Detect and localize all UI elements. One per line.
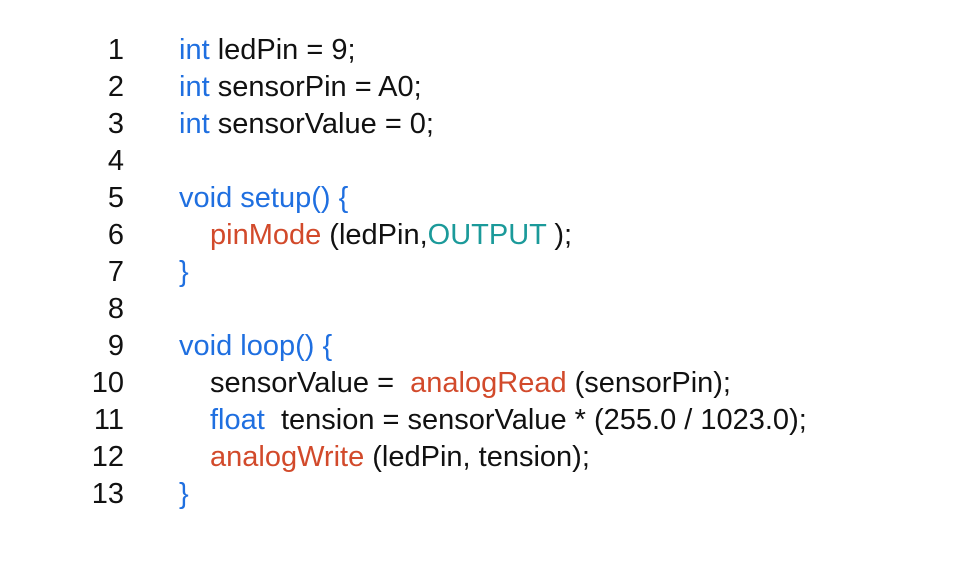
token-plain: sensorValue = 0; (209, 108, 434, 140)
code-text-6: pinMode (ledPin,OUTPUT ); (179, 217, 572, 254)
code-text-13: } (179, 476, 189, 513)
code-listing: 1 int ledPin = 9; 2 int sensorPin = A0; … (0, 32, 964, 513)
line-number-12: 12 (91, 441, 124, 473)
line-number-10: 10 (91, 367, 124, 399)
token-plain: ledPin = 9; (209, 34, 356, 66)
code-text-7: } (179, 254, 189, 291)
token-keyword: int (179, 108, 210, 140)
token-plain: ); (546, 219, 573, 251)
code-line-2: 2 int sensorPin = A0; (0, 69, 964, 106)
code-line-12: 12 analogWrite (ledPin, tension); (0, 439, 964, 476)
line-number-5: 5 (107, 182, 124, 214)
line-number-11: 11 (93, 404, 124, 436)
line-number-13: 13 (91, 478, 124, 510)
token-keyword: int (179, 71, 210, 103)
line-number-7: 7 (107, 256, 124, 288)
token-plain: sensorPin = A0; (209, 71, 422, 103)
token-plain: (sensorPin); (566, 367, 731, 399)
token-keyword: float (210, 404, 265, 436)
code-line-6: 6 pinMode (ledPin,OUTPUT ); (0, 217, 964, 254)
code-text-9: void loop() { (179, 328, 332, 365)
line-number-6: 6 (107, 219, 124, 251)
line-number-4: 4 (107, 145, 124, 177)
token-keyword: int (179, 34, 210, 66)
code-line-10: 10 sensorValue = analogRead (sensorPin); (0, 365, 964, 402)
code-text-1: int ledPin = 9; (179, 32, 356, 69)
code-text-10: sensorValue = analogRead (sensorPin); (179, 365, 731, 402)
line-number-1: 1 (107, 34, 124, 66)
token-constant: OUTPUT (427, 219, 547, 251)
code-line-11: 11 float tension = sensorValue * (255.0 … (0, 402, 964, 439)
code-line-1: 1 int ledPin = 9; (0, 32, 964, 69)
code-line-3: 3 int sensorValue = 0; (0, 106, 964, 143)
code-line-5: 5 void setup() { (0, 180, 964, 217)
token-plain: (ledPin, tension); (364, 441, 590, 473)
code-text-5: void setup() { (179, 180, 348, 217)
token-function: pinMode (210, 219, 322, 251)
code-text-2: int sensorPin = A0; (179, 69, 422, 106)
token-plain: tension = sensorValue * (255.0 / 1023.0)… (264, 404, 807, 436)
token-plain: (ledPin, (321, 219, 428, 251)
token-function: analogRead (410, 367, 567, 399)
line-number-3: 3 (107, 108, 124, 140)
code-line-4: 4 (0, 143, 964, 180)
line-number-2: 2 (107, 71, 124, 103)
code-text-3: int sensorValue = 0; (179, 106, 434, 143)
line-number-9: 9 (107, 330, 124, 362)
code-text-11: float tension = sensorValue * (255.0 / 1… (179, 402, 807, 439)
token-function: analogWrite (210, 441, 365, 473)
code-line-9: 9 void loop() { (0, 328, 964, 365)
token-keyword: } (179, 256, 189, 288)
token-keyword: void loop() { (179, 330, 333, 362)
code-line-7: 7 } (0, 254, 964, 291)
token-plain: sensorValue = (210, 367, 411, 399)
code-line-8: 8 (0, 291, 964, 328)
token-keyword: void setup() { (179, 182, 349, 214)
token-keyword: } (179, 478, 189, 510)
code-text-12: analogWrite (ledPin, tension); (179, 439, 590, 476)
line-number-8: 8 (107, 293, 124, 325)
code-line-13: 13 } (0, 476, 964, 513)
